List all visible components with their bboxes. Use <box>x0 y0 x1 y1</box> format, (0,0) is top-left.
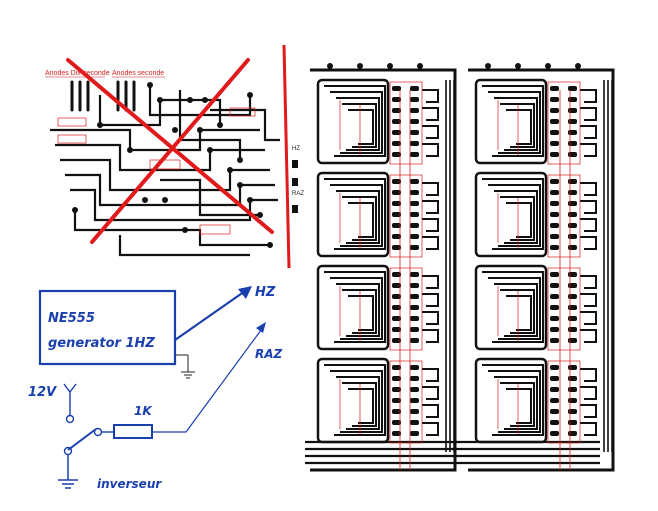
switch-ground-icon <box>58 455 78 489</box>
supply-terminal-icon <box>63 383 77 424</box>
main-pcb <box>305 63 615 472</box>
resistor-label: 1K <box>134 404 153 418</box>
pcb-module <box>474 264 613 359</box>
separator-line <box>282 44 291 269</box>
pcb-top-red-marks <box>57 107 256 235</box>
pcb-module <box>474 357 613 452</box>
ne555-ground-icon <box>176 354 195 379</box>
switch-label: inverseur <box>97 477 162 491</box>
pcb-label-hz: HZ <box>292 146 300 152</box>
pcb-top-pads <box>72 82 273 248</box>
pcb-header-left: Anodes Dix-seconde <box>45 70 110 77</box>
pcb-label-raz: RAZ <box>292 191 304 197</box>
pcb-module <box>316 171 455 266</box>
ne555-title: NE555 <box>48 311 95 326</box>
pcb-module <box>316 78 455 173</box>
pcb-module <box>474 171 613 266</box>
ne555-subtitle: generator 1HZ <box>48 336 155 351</box>
crossed-pcb: Anodes Dix-seconde Anodes seconde <box>45 58 280 257</box>
ne555-box <box>38 289 177 366</box>
pcb-header-right: Anodes seconde <box>112 70 164 77</box>
resistor-icon <box>113 424 153 439</box>
raz-output-line <box>153 322 266 433</box>
pcb-module <box>316 264 455 359</box>
switch-icon <box>63 427 114 456</box>
pcb-module <box>316 357 455 452</box>
hz-label: HZ <box>255 285 276 300</box>
cross-out-mark <box>66 58 274 244</box>
ne555-schematic: NE555 generator 1HZ HZ RAZ 12V <box>28 285 283 491</box>
pcb-module <box>474 78 613 173</box>
hz-raz-connector: HZ RAZ <box>292 146 304 213</box>
raz-label: RAZ <box>255 347 283 361</box>
pcb-top-traces <box>50 85 280 257</box>
supply-label: 12V <box>28 385 57 400</box>
connector-pins <box>70 80 136 112</box>
hz-output-arrow <box>174 286 252 341</box>
